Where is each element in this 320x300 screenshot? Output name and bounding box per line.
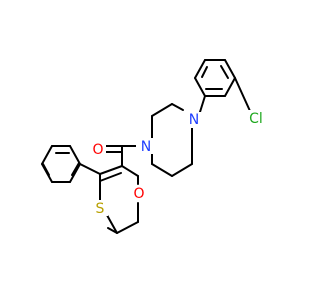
atom-label-layer: O N N O S Cl — [90, 110, 266, 217]
atom-label-bg — [136, 138, 156, 154]
bond — [151, 103, 173, 117]
bond — [234, 77, 251, 112]
molecule-structure: O N N O S Cl — [41, 59, 266, 234]
atom-label-bg — [92, 200, 108, 216]
bond — [220, 65, 229, 79]
atom-label-o-ring: O — [133, 186, 144, 202]
bond — [199, 95, 206, 113]
bond — [99, 165, 123, 175]
bond — [224, 59, 236, 79]
bond — [42, 163, 50, 176]
atom-label-bg — [244, 110, 266, 126]
bond — [99, 172, 122, 182]
bond — [79, 163, 101, 175]
atom-label-cl: Cl — [249, 111, 263, 127]
bond — [116, 221, 139, 234]
bond — [171, 163, 193, 177]
bond — [69, 145, 81, 165]
bond — [151, 163, 173, 177]
atom-label-bg — [90, 141, 106, 157]
bond — [41, 145, 53, 165]
bond — [69, 163, 81, 183]
atom-label-n-aryl: N — [189, 112, 199, 128]
atom-label-bg — [131, 186, 147, 202]
bond — [201, 66, 208, 78]
bond — [121, 165, 139, 177]
bond — [194, 59, 206, 79]
bond — [224, 77, 236, 97]
atom-label-o-carbonyl: O — [92, 142, 103, 158]
bond — [171, 103, 184, 111]
atom-label-bg — [184, 112, 204, 128]
bond — [71, 162, 80, 176]
atom-label-n-amide: N — [141, 139, 151, 155]
bond — [194, 77, 206, 97]
atom-label-s-ring: S — [96, 201, 105, 217]
